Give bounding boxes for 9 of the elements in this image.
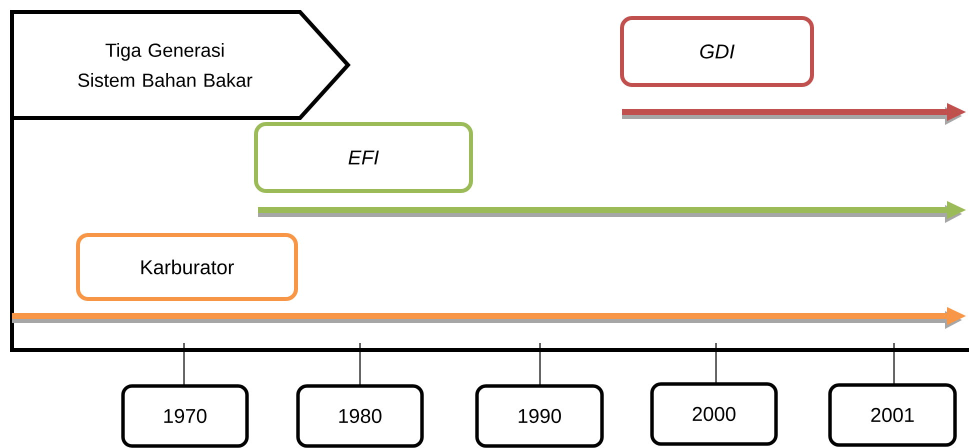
era-box: EFI (254, 122, 473, 193)
era-box: Karburator (76, 233, 298, 301)
year-box: 1980 (296, 384, 424, 448)
arrow-banner: Tiga Generasi Sistem Bahan Bakar (10, 10, 351, 120)
year-box: 1970 (121, 384, 249, 448)
year-box: 2000 (650, 382, 778, 446)
year-box: 1990 (475, 384, 604, 448)
era-box: GDI (620, 16, 814, 87)
year-box: 2001 (828, 383, 957, 447)
